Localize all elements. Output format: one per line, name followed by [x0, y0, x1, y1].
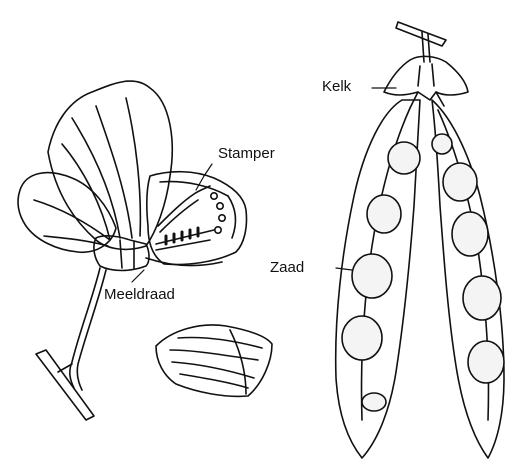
- label-kelk: Kelk: [322, 79, 351, 94]
- meeldraad-leader: [132, 270, 144, 282]
- loose-petal: [156, 325, 272, 396]
- label-meeldraad: Meeldraad: [104, 287, 175, 302]
- flower-stem: [70, 268, 100, 388]
- pea-pod: [336, 22, 504, 458]
- zaad-leader: [336, 268, 352, 270]
- flower-twig: [36, 350, 94, 420]
- label-zaad: Zaad: [270, 260, 304, 275]
- pistil: [158, 186, 210, 226]
- standard-petal: [48, 81, 172, 249]
- keel-petal-section: [147, 172, 247, 265]
- pea-flower: [18, 81, 247, 420]
- label-stamper: Stamper: [218, 146, 275, 161]
- pod-calyx: [384, 56, 468, 100]
- pod-stalk: [396, 22, 446, 46]
